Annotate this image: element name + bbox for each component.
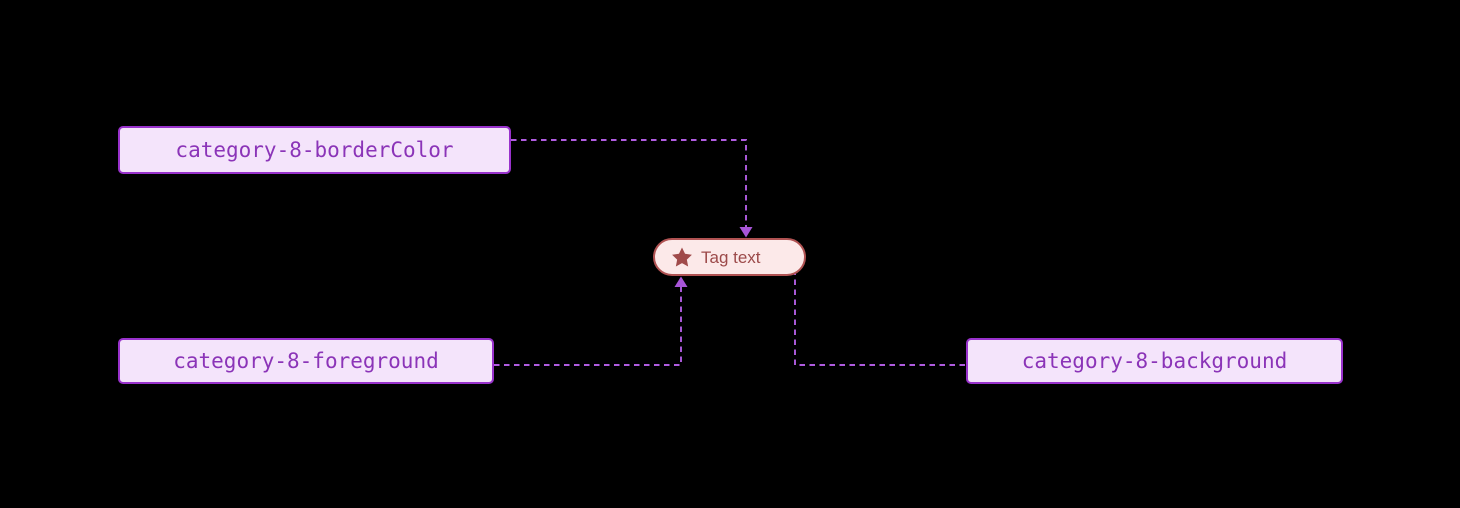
node-category-8-background[interactable]: category-8-background xyxy=(966,338,1343,384)
edge-foreground-to-tag xyxy=(494,284,682,366)
arrowhead-up-left-icon xyxy=(674,276,688,287)
node-label: category-8-foreground xyxy=(173,348,439,373)
node-category-8-foreground[interactable]: category-8-foreground xyxy=(118,338,494,384)
arrowhead-down-icon xyxy=(739,227,753,238)
node-tag[interactable]: Tag text xyxy=(653,238,806,276)
node-label: category-8-background xyxy=(1021,348,1288,373)
tag-label: Tag text xyxy=(701,247,761,267)
node-category-8-bordercolor[interactable]: category-8-borderColor xyxy=(118,126,511,174)
star-icon xyxy=(672,247,692,267)
node-label: category-8-borderColor xyxy=(175,137,454,162)
edge-bordercolor-to-tag xyxy=(511,139,747,230)
edge-background-to-tag xyxy=(794,270,965,366)
